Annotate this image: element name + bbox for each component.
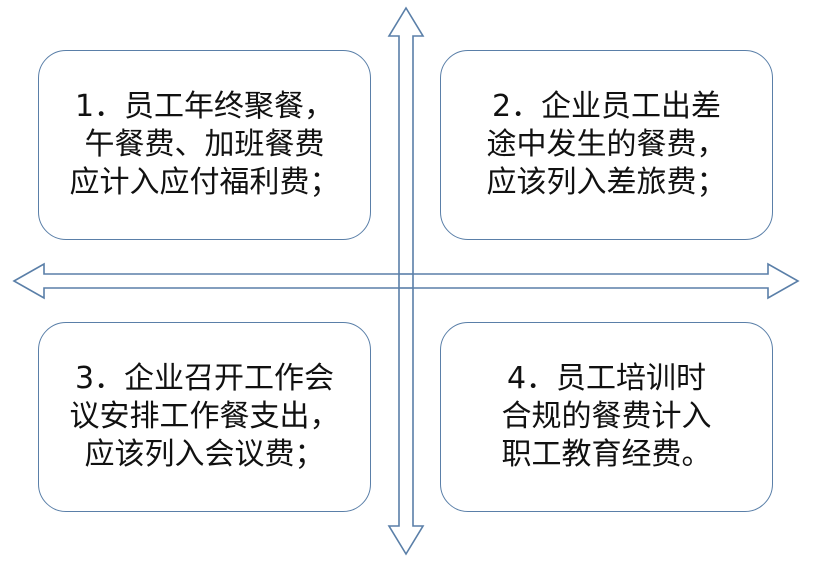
quadrant-3-line-2: 议安排工作餐支出， (69, 399, 340, 434)
quadrant-3-line-3: 应该列入会议费； (84, 437, 325, 472)
quadrant-3-line-1: 3．企业召开工作会 (74, 361, 335, 396)
quadrant-2-line-1: 2．企业员工出差 (491, 89, 722, 124)
quadrant-1-line-2: 午餐费、加班餐费 (84, 127, 325, 162)
quadrant-1-line-1: 1．员工年终聚餐， (74, 89, 335, 124)
quadrant-2-line-2: 途中发生的餐费， (486, 127, 727, 162)
quadrant-2-line-3: 应该列入差旅费； (486, 165, 727, 200)
quadrant-4-line-1: 4．员工培训时 (506, 361, 707, 396)
quadrant-1-line-3: 应计入应付福利费； (69, 165, 340, 200)
quadrant-4-line-2: 合规的餐费计入 (501, 399, 712, 434)
quadrant-card-4: 4．员工培训时 合规的餐费计入 职工教育经费。 (440, 322, 773, 512)
vertical-double-arrow (387, 6, 425, 556)
quadrant-card-1: 1．员工年终聚餐， 午餐费、加班餐费 应计入应付福利费； (38, 50, 371, 240)
quadrant-card-2: 2．企业员工出差 途中发生的餐费， 应该列入差旅费； (440, 50, 773, 240)
quadrant-text-1: 1．员工年终聚餐， 午餐费、加班餐费 应计入应付福利费； (70, 88, 340, 202)
quadrant-text-3: 3．企业召开工作会 议安排工作餐支出， 应该列入会议费； (70, 360, 340, 474)
quadrant-card-3: 3．企业召开工作会 议安排工作餐支出， 应该列入会议费； (38, 322, 371, 512)
quadrant-4-line-3: 职工教育经费。 (501, 437, 712, 472)
quadrant-text-4: 4．员工培训时 合规的餐费计入 职工教育经费。 (502, 360, 712, 474)
quadrant-text-2: 2．企业员工出差 途中发生的餐费， 应该列入差旅费； (487, 88, 727, 202)
